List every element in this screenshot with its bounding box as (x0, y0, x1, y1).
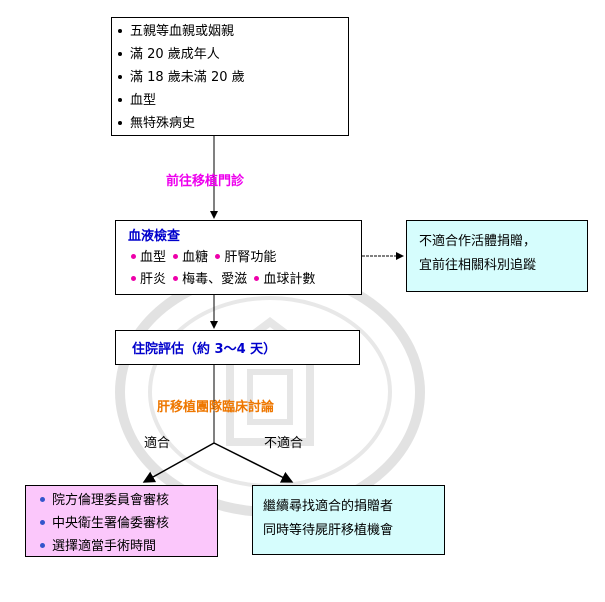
review-item: 選擇適當手術時間 (34, 535, 217, 558)
admission-evaluation-box: 住院評估（約 3～4 天） (115, 330, 360, 365)
blood-test-item: 肝炎 (140, 272, 167, 287)
review-item: 院方倫理委員會審核 (34, 489, 217, 512)
unsuitable-donor-line: 不適合作活體捐贈， (419, 234, 537, 249)
blood-test-item: 血球計數 (263, 272, 316, 287)
blood-test-box: 血液檢查 血型 血糖 肝腎功能 肝炎 梅毒、愛滋 血球計數 (115, 220, 362, 295)
admission-evaluation-text: 住院評估（約 3～4 天） (132, 342, 277, 357)
continue-search-line: 同時等待屍肝移植機會 (263, 523, 394, 538)
continue-search-box: 繼續尋找適合的捐贈者 同時等待屍肝移植機會 (252, 485, 445, 555)
unsuitable-donor-line: 宜前往相關科別追蹤 (419, 258, 537, 273)
criteria-item: 五親等血親或姻親 (112, 20, 348, 43)
bullet-dot (173, 254, 179, 259)
criteria-item: 血型 (112, 89, 348, 112)
bullet-dot (131, 276, 136, 281)
criteria-item: 無特殊病史 (112, 112, 348, 135)
bullet-dot (173, 276, 179, 281)
blood-test-title: 血液檢查 (128, 229, 181, 244)
review-list: 院方倫理委員會審核 中央衛生署倫委審核 選擇適當手術時間 (34, 489, 217, 558)
blood-test-row: 血型 血糖 肝腎功能 (128, 247, 361, 269)
unsuitable-donor-box: 不適合作活體捐贈， 宜前往相關科別追蹤 (406, 220, 588, 292)
suitable-label: 適合 (144, 436, 171, 451)
review-item: 中央衛生署倫委審核 (34, 512, 217, 535)
team-discussion-label: 肝移植團隊臨床討論 (157, 400, 275, 415)
criteria-item: 滿 20 歲成年人 (112, 43, 348, 66)
clinic-visit-label: 前往移植門診 (166, 174, 245, 189)
bullet-dot (215, 254, 221, 259)
blood-test-row: 肝炎 梅毒、愛滋 血球計數 (128, 269, 361, 291)
bullet-dot (131, 254, 136, 259)
criteria-item: 滿 18 歲未滿 20 歲 (112, 66, 348, 89)
continue-search-line: 繼續尋找適合的捐贈者 (263, 499, 394, 514)
ethics-review-box: 院方倫理委員會審核 中央衛生署倫委審核 選擇適當手術時間 (25, 485, 218, 557)
blood-test-item: 梅毒、愛滋 (182, 272, 248, 287)
criteria-list: 五親等血親或姻親 滿 20 歲成年人 滿 18 歲未滿 20 歲 血型 無特殊病… (112, 20, 348, 135)
blood-test-item: 血糖 (182, 250, 209, 265)
blood-test-item: 血型 (140, 250, 167, 265)
bullet-dot (254, 276, 260, 281)
blood-test-item: 肝腎功能 (224, 250, 277, 265)
donor-criteria-box: 五親等血親或姻親 滿 20 歲成年人 滿 18 歲未滿 20 歲 血型 無特殊病… (111, 17, 349, 136)
not-suitable-label: 不適合 (264, 436, 304, 451)
